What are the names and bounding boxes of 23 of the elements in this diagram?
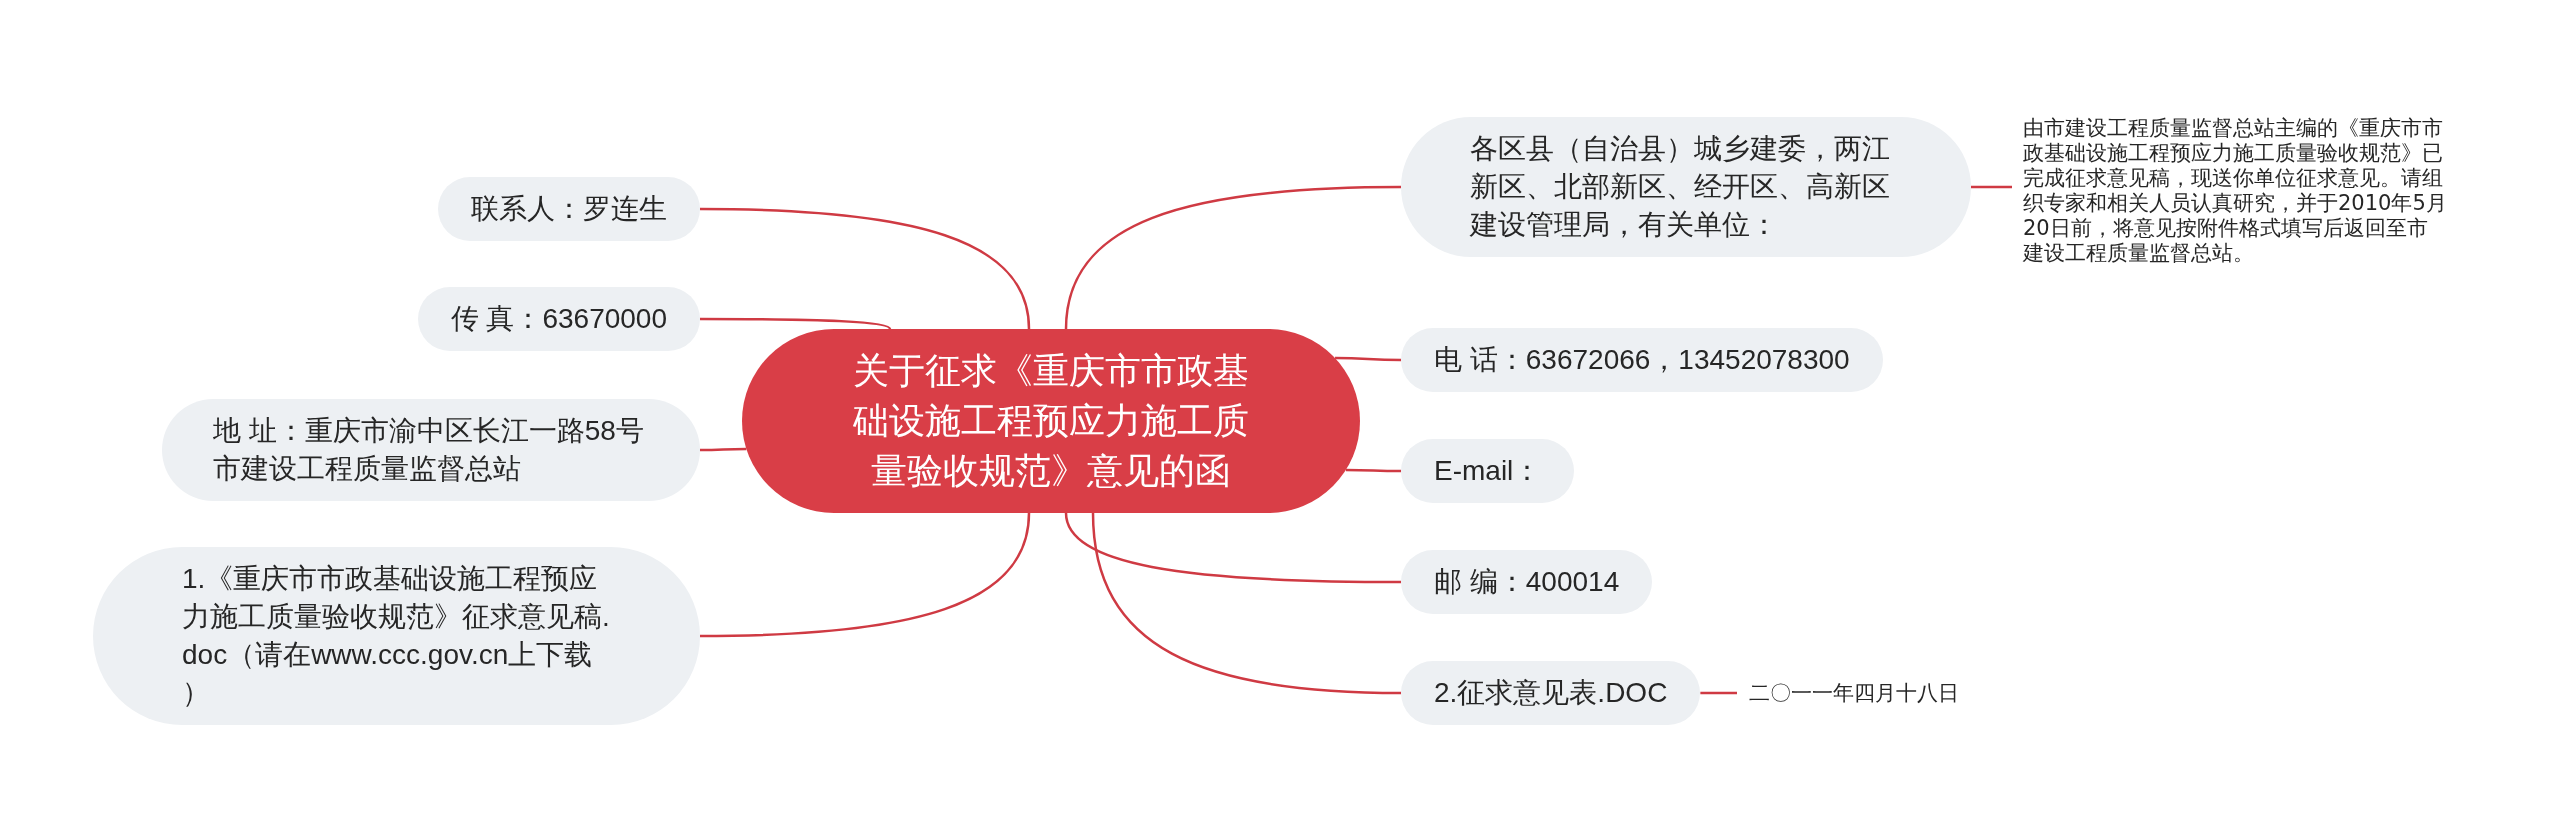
branch-line	[1064, 512, 1401, 584]
topic-pill: E-mail：	[1401, 439, 1575, 503]
branch-line	[700, 447, 747, 452]
topic-pill: 传 真：63670000	[417, 287, 700, 351]
branch-line	[700, 512, 1031, 638]
branch-line	[1345, 468, 1401, 473]
branch-line	[700, 317, 891, 330]
branch-line	[1700, 691, 1737, 695]
topic-pill: 1.《重庆市市政基础设施工程预应力施工质量验收规范》征求意见稿.doc（请在www.ccc.gov.cn上下载）	[93, 547, 700, 725]
branch-line	[1091, 512, 1402, 695]
branch-line	[700, 207, 1031, 330]
topic-pill: 各区县（自治县）城乡建委，两江新区、北部新区、经开区、高新区建设管理局，有关单位：	[1401, 117, 1971, 257]
topic-pill: 地 址：重庆市渝中区长江一路58号市建设工程质量监督总站	[162, 399, 700, 501]
topic-pill: 邮 编：400014	[1401, 550, 1653, 614]
topic-pill: 联系人：罗连生	[438, 177, 700, 241]
branch-line	[1971, 185, 2012, 189]
central-topic: 关于征求《重庆市市政基础设施工程预应力施工质量验收规范》意见的函	[742, 329, 1360, 513]
branch-line	[1064, 185, 1401, 330]
topic-pill: 2.征求意见表.DOC	[1401, 661, 1701, 725]
branch-line	[1335, 356, 1401, 362]
topic-pill: 电 话：63672066，13452078300	[1401, 328, 1883, 392]
date-text: 二〇一一年四月十八日	[1737, 680, 1959, 706]
note-text: 由市建设工程质量监督总站主编的《重庆市市政基础设施工程预应力施工质量验收规范》已完成征求意见稿，现送你单位征求意见。请组织专家和相关人员认真研究，并于2010年5月20日前，将意见按附件格式填写后返回至市建设工程质量监督总站。	[2012, 116, 2447, 266]
